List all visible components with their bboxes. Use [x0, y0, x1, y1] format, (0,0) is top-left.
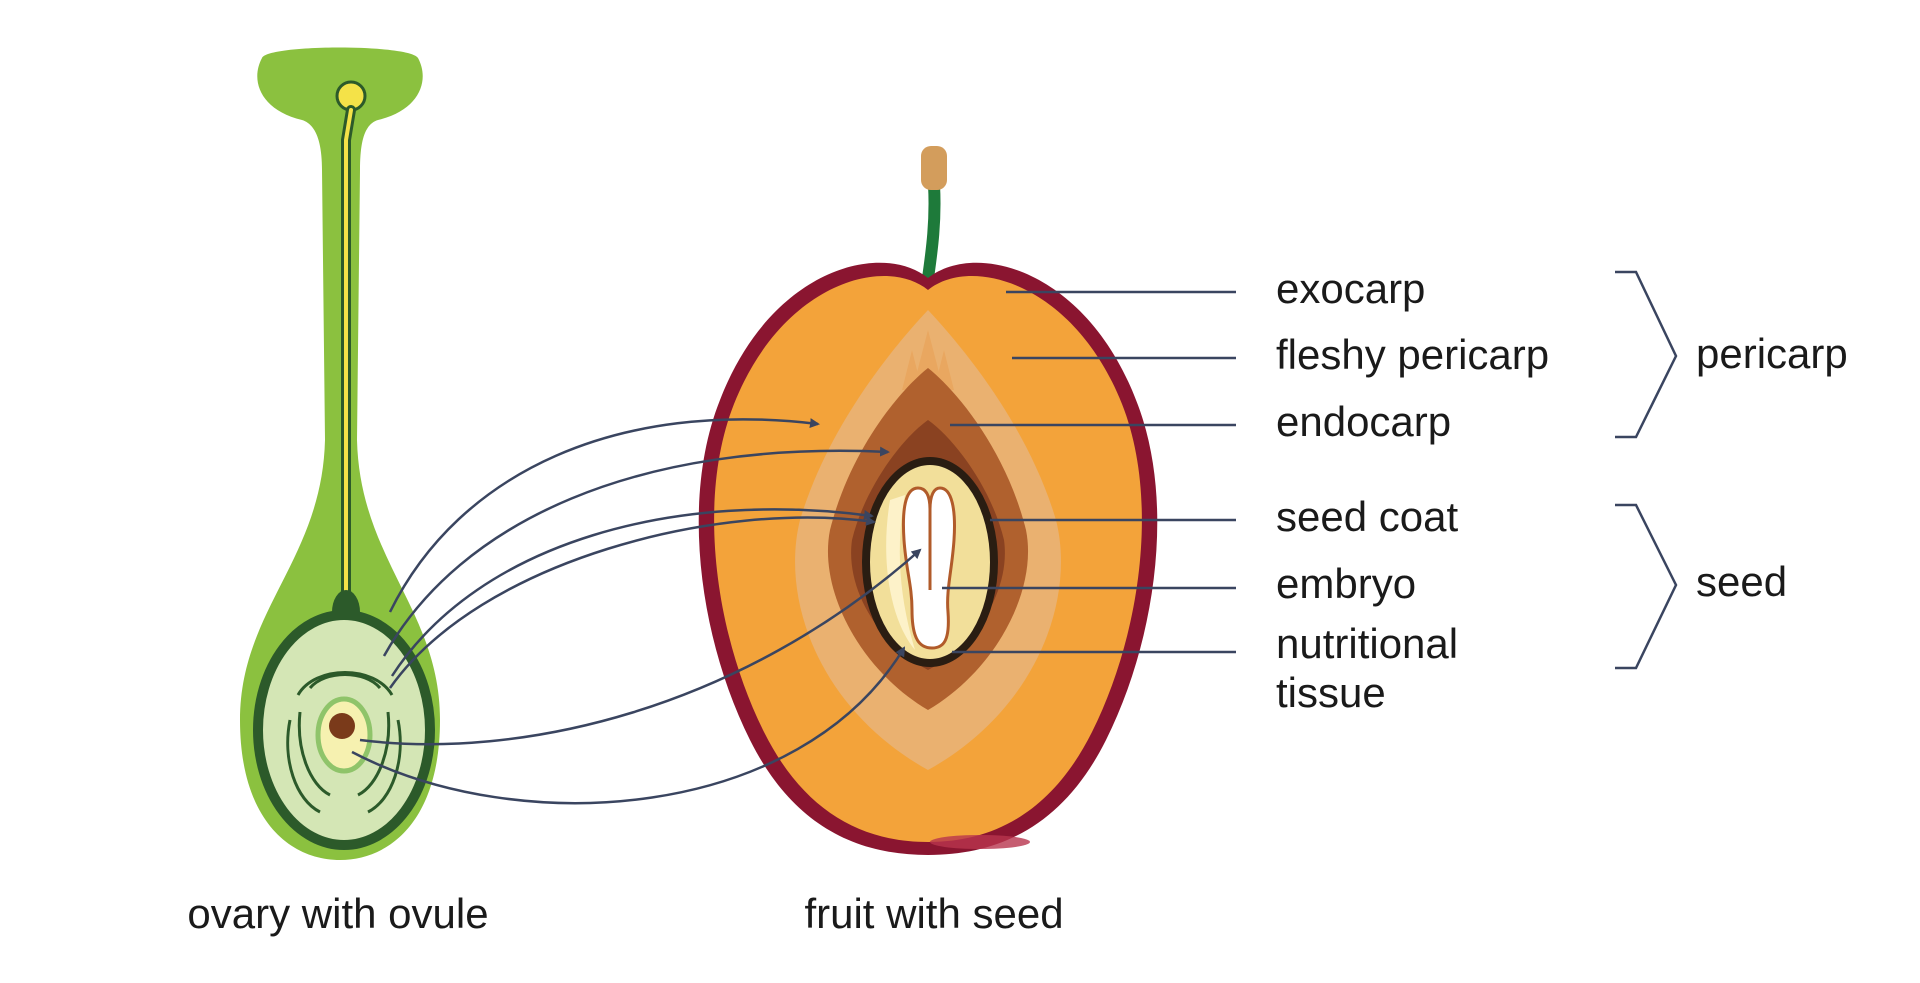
- group-label-seed: seed: [1696, 558, 1787, 605]
- bracket-seed: [1615, 503, 1678, 670]
- integument-lines: [286, 671, 402, 814]
- bracket-pericarp: [1615, 270, 1678, 439]
- egg-cell: [329, 713, 355, 739]
- caption-ovary-with-ovule: ovary with ovule: [187, 890, 488, 937]
- arrow-eggcell-to-embryo: [359, 548, 922, 746]
- fruit-stalk: [922, 179, 941, 284]
- caption-fruit-with-seed: fruit with seed: [804, 890, 1063, 937]
- arrow-embryosac-to-nutritional: [351, 646, 906, 805]
- label-fleshy-pericarp: fleshy pericarp: [1276, 331, 1549, 378]
- label-nutritional-tissue-line2: tissue: [1276, 669, 1386, 716]
- label-endocarp: endocarp: [1276, 398, 1451, 445]
- arrow-integument-to-seedcoat-2: [388, 515, 876, 689]
- label-exocarp: exocarp: [1276, 265, 1425, 312]
- label-seed-coat: seed coat: [1276, 493, 1458, 540]
- arrow-ovary-wall-to-endocarp: [382, 446, 890, 657]
- label-nutritional-tissue-line1: nutritional: [1276, 620, 1458, 667]
- group-label-pericarp: pericarp: [1696, 330, 1848, 377]
- transformation-arrows: [351, 418, 922, 805]
- pistil-illustration: [240, 47, 440, 860]
- stalk-tip: [921, 146, 947, 190]
- fruit-illustration: [698, 146, 1158, 856]
- fruit-bottom-highlight: [930, 835, 1030, 849]
- arrow-ovary-wall-to-exocarp: [388, 418, 820, 613]
- label-embryo: embryo: [1276, 560, 1416, 607]
- brackets: [1615, 270, 1678, 670]
- leader-lines: [942, 290, 1236, 654]
- arrow-integument-to-seedcoat-1: [390, 508, 874, 677]
- nutritional-highlight: [886, 495, 915, 650]
